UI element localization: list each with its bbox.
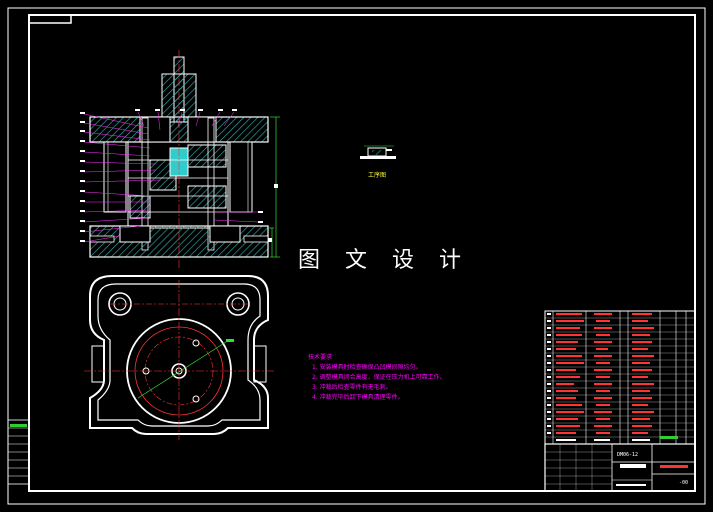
technical-requirements: 技术要求 1. 安装模具时检查确保凸凹模间隙均匀。 2. 调整模具闭合高度，保证… <box>308 353 446 403</box>
plan-view <box>84 275 274 440</box>
tech-req-title: 技术要求 <box>308 354 333 361</box>
tech-req-item: 1. 安装模具时检查确保凸凹模间隙均匀。 <box>312 364 422 371</box>
section-view <box>80 50 280 268</box>
drawing-code: DM06-12 <box>617 452 639 458</box>
tech-req-item: 4. 冲裁完毕后卸下模具清理零件。 <box>312 394 404 401</box>
frame-corner-tab <box>28 14 72 24</box>
drawing-frame <box>28 14 696 492</box>
process-view-caption: 工序图 <box>368 172 387 179</box>
parts-list-table <box>544 310 696 445</box>
tech-req-item: 3. 冲裁后检查零件有无毛刺。 <box>312 384 392 391</box>
title-block <box>544 443 696 492</box>
tech-req-item: 2. 调整模具闭合高度，保证在压力机上可靠工作。 <box>312 374 446 381</box>
left-margin-block <box>7 419 30 485</box>
watermark-text: 图 文 设 计 <box>298 248 470 273</box>
sheet-outer-border <box>7 7 706 505</box>
sheet-number: -00 <box>679 480 689 486</box>
workpiece-process-view <box>360 145 396 159</box>
